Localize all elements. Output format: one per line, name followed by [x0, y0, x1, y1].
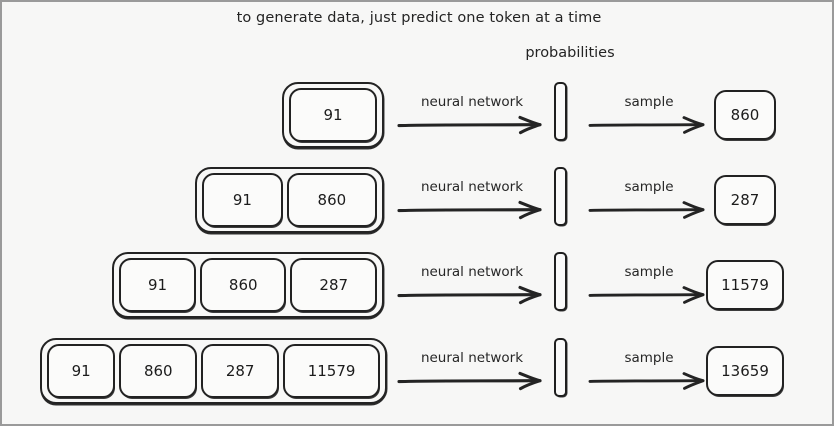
token-box[interactable]: 860 — [199, 258, 287, 312]
token-box[interactable]: 91 — [47, 344, 116, 398]
token-box[interactable]: 11579 — [283, 344, 381, 398]
sample-arrow: sample — [588, 179, 709, 219]
neural-network-arrow: neural network — [397, 179, 546, 220]
generation-step-row: 91 860 287 neural network sample 11579 — [2, 244, 832, 330]
neural-network-label: neural network — [420, 264, 524, 280]
neural-network-arrow: neural network — [397, 350, 546, 391]
neural-network-arrow: neural network — [397, 264, 546, 305]
sample-label: sample — [624, 264, 674, 280]
token-sequence-container: 91 860 287 — [112, 252, 384, 318]
token-box[interactable]: 287 — [201, 344, 280, 398]
probabilities-bar — [554, 167, 567, 226]
generation-step-row: 91 860 287 11579 neural network sample 1… — [2, 330, 832, 416]
token-box[interactable]: 860 — [286, 173, 378, 227]
token-box[interactable]: 91 — [289, 88, 377, 142]
probabilities-bar — [554, 252, 567, 311]
probabilities-bar — [554, 338, 567, 397]
sampled-token-box[interactable]: 13659 — [706, 346, 784, 396]
neural-network-label: neural network — [420, 94, 524, 110]
sample-label: sample — [624, 350, 674, 366]
generation-step-row: 91 860 neural network sample 287 — [2, 159, 832, 245]
page-title: to generate data, just predict one token… — [236, 10, 602, 26]
neural-network-label: neural network — [420, 179, 524, 195]
generation-step-row: 91 neural network sample 860 — [2, 74, 832, 160]
sample-arrow: sample — [588, 350, 709, 390]
token-box[interactable]: 91 — [119, 258, 196, 312]
token-sequence-container: 91 860 287 11579 — [40, 338, 387, 404]
probabilities-label: probabilities — [525, 45, 615, 61]
probabilities-bar — [554, 82, 567, 141]
token-box[interactable]: 287 — [290, 258, 377, 312]
sampled-token-box[interactable]: 860 — [714, 90, 776, 140]
sampled-token-box[interactable]: 287 — [714, 175, 776, 225]
token-box[interactable]: 91 — [202, 173, 283, 227]
sample-arrow: sample — [588, 264, 709, 304]
token-sequence-container: 91 — [282, 82, 384, 148]
neural-network-arrow: neural network — [397, 94, 546, 135]
sample-label: sample — [624, 179, 674, 195]
neural-network-label: neural network — [420, 350, 524, 366]
sample-label: sample — [624, 94, 674, 110]
sample-arrow: sample — [588, 94, 709, 134]
sampled-token-box[interactable]: 11579 — [706, 260, 784, 310]
token-sequence-container: 91 860 — [195, 167, 384, 233]
token-box[interactable]: 860 — [119, 344, 198, 398]
